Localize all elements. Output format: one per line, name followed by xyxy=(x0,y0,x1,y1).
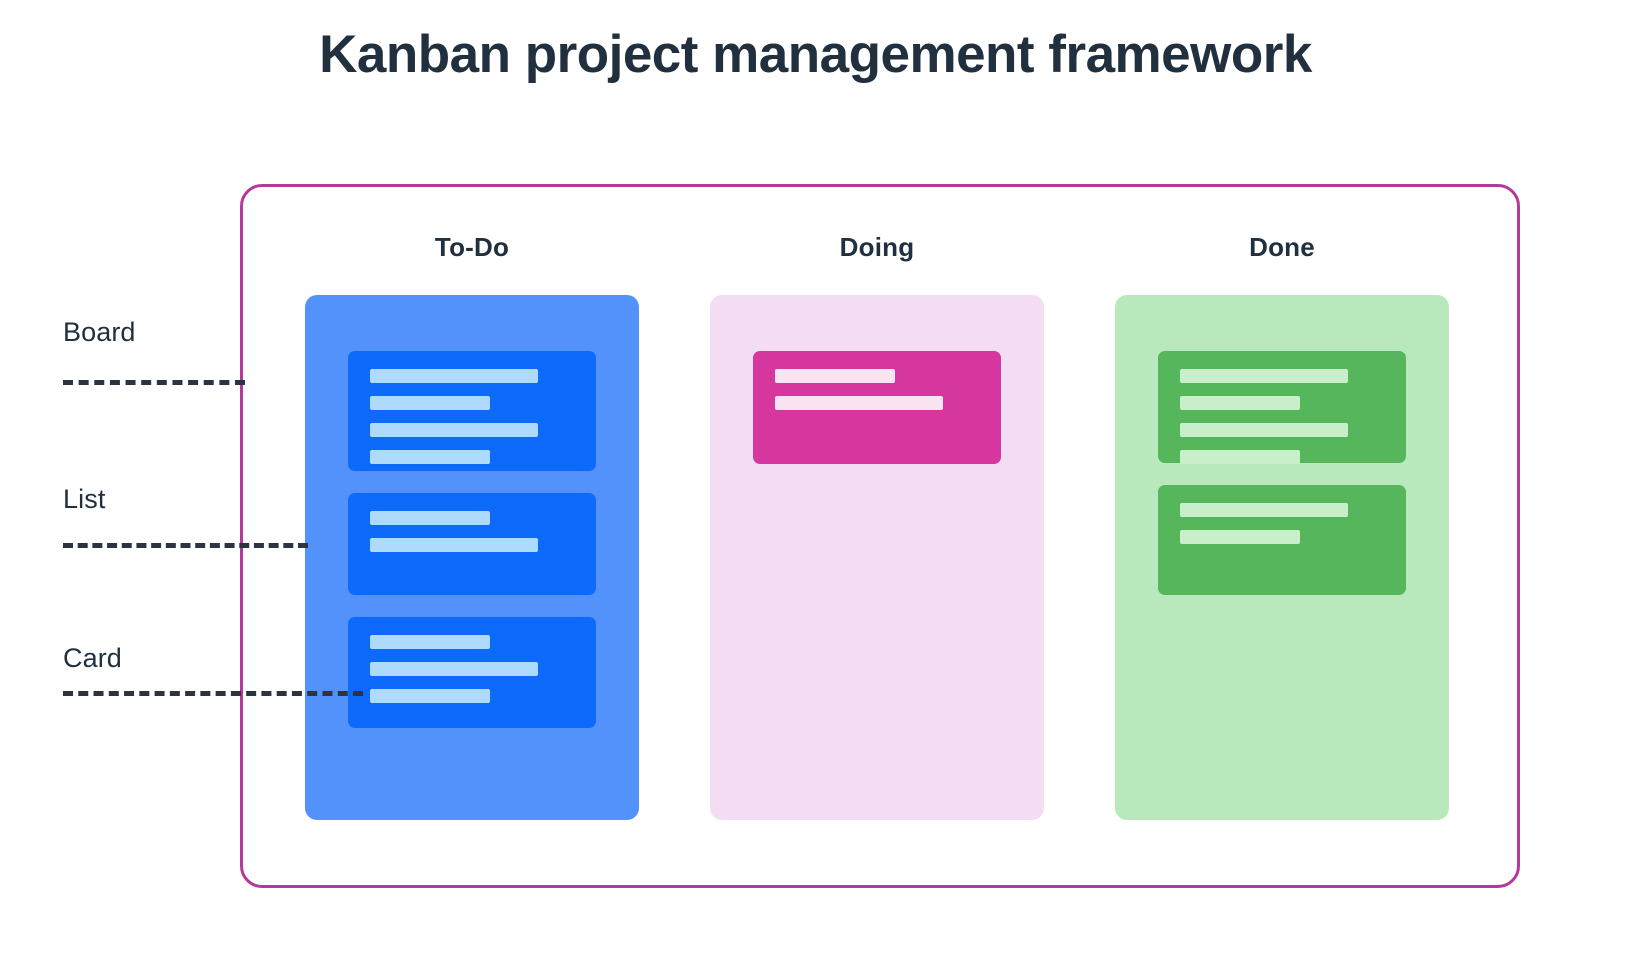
card-text-line xyxy=(775,369,895,383)
card-text-line xyxy=(370,396,490,410)
column-body-done[interactable] xyxy=(1115,295,1449,820)
card-text-line xyxy=(370,369,538,383)
card-text-line xyxy=(1180,503,1348,517)
card-text-line xyxy=(1180,423,1348,437)
card-text-line xyxy=(1180,450,1300,464)
kanban-column-doing: Doing xyxy=(710,232,1044,820)
card-text-line xyxy=(370,538,538,552)
kanban-column-done: Done xyxy=(1115,232,1449,820)
card-text-line xyxy=(370,450,490,464)
leader-line-list xyxy=(63,543,308,548)
card-text-line xyxy=(1180,369,1348,383)
page-title: Kanban project management framework xyxy=(319,25,1312,84)
card-text-line xyxy=(370,635,490,649)
kanban-card[interactable] xyxy=(348,493,596,595)
kanban-card[interactable] xyxy=(1158,485,1406,595)
annotation-label-board: Board xyxy=(63,317,136,347)
card-text-line xyxy=(370,689,490,703)
card-text-line xyxy=(370,662,538,676)
card-text-line xyxy=(370,423,538,437)
annotation-label-card: Card xyxy=(63,643,122,673)
kanban-card[interactable] xyxy=(1158,351,1406,464)
card-text-line xyxy=(370,511,490,525)
card-text-line xyxy=(1180,530,1300,544)
kanban-column-todo: To-Do xyxy=(305,232,639,820)
leader-line-board xyxy=(63,380,245,385)
column-header-todo: To-Do xyxy=(434,232,510,262)
kanban-card[interactable] xyxy=(348,617,596,728)
card-text-line xyxy=(775,396,943,410)
column-header-doing: Doing xyxy=(839,232,915,262)
kanban-card[interactable] xyxy=(348,351,596,471)
column-body-doing[interactable] xyxy=(710,295,1044,820)
kanban-card[interactable] xyxy=(753,351,1001,464)
column-body-todo[interactable] xyxy=(305,295,639,820)
leader-line-card xyxy=(63,691,363,696)
board-frame xyxy=(240,184,1520,888)
column-header-done: Done xyxy=(1249,232,1315,262)
card-text-line xyxy=(1180,396,1300,410)
annotation-label-list: List xyxy=(63,484,106,514)
